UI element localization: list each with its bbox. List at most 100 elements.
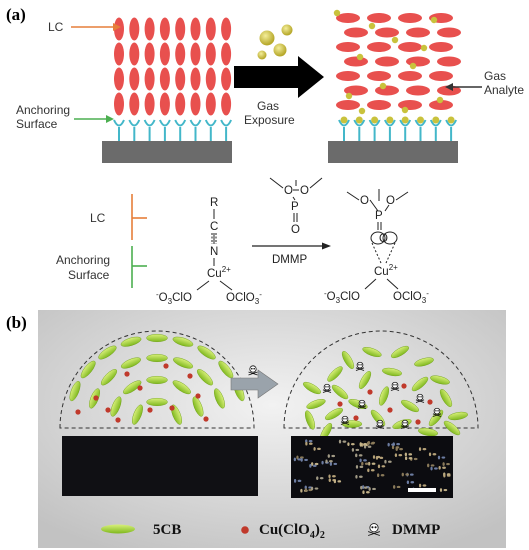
lc-molecule xyxy=(221,17,232,41)
lc-molecule xyxy=(406,85,430,96)
5cb-molecule xyxy=(443,420,461,436)
crystal-texture xyxy=(321,460,324,465)
lc-molecule xyxy=(190,92,201,116)
svg-text:O: O xyxy=(300,185,309,197)
crystal-texture xyxy=(351,443,355,446)
anchor-cup xyxy=(383,119,396,127)
crystal-texture xyxy=(410,473,414,476)
5cb-molecule xyxy=(192,396,204,417)
crystal-texture xyxy=(359,475,363,478)
anchor-cup xyxy=(189,119,202,127)
crystal-texture xyxy=(333,462,338,466)
svg-text:O: O xyxy=(379,233,388,245)
anchor-cup xyxy=(414,119,427,127)
5cb-molecule xyxy=(348,399,368,409)
5cb-molecule xyxy=(414,357,434,367)
gas-analyte xyxy=(436,96,444,104)
crystal-texture xyxy=(430,464,435,467)
crystal-texture xyxy=(443,473,446,478)
lc-molecule xyxy=(205,67,216,91)
5cb-molecule xyxy=(100,369,117,386)
bound-analyte xyxy=(432,116,440,124)
crystal-texture xyxy=(428,452,432,457)
gas-exposure-line1: Gas xyxy=(257,99,279,113)
5cb-molecule xyxy=(197,345,216,360)
legend: 5CB Cu(ClO4)2 DMMP xyxy=(101,522,440,541)
gas-analyte xyxy=(356,53,364,61)
anchor-cup xyxy=(143,119,156,127)
copper-ion xyxy=(124,371,130,377)
right-gas-analytes xyxy=(333,9,455,124)
lc-molecule xyxy=(375,56,399,67)
crystal-texture xyxy=(319,477,324,480)
crystal-texture xyxy=(355,448,360,452)
gas-molecule xyxy=(281,24,293,36)
crystal-texture xyxy=(399,448,403,451)
lc-molecule xyxy=(144,42,155,66)
anchor-cup xyxy=(338,119,350,127)
lc-molecule xyxy=(221,92,232,116)
lc-molecule xyxy=(175,67,186,91)
5cb-molecule xyxy=(418,427,438,437)
crystal-texture xyxy=(381,465,386,468)
crystal-texture xyxy=(376,455,381,459)
5cb-molecule xyxy=(341,351,355,369)
gas-analyte-arrowhead xyxy=(445,83,453,91)
crystal-texture xyxy=(297,458,302,461)
crystal-texture xyxy=(394,453,398,457)
crystal-texture xyxy=(380,474,385,477)
panel-b-label: (b) xyxy=(6,313,27,332)
crystal-texture xyxy=(391,445,395,450)
crystal-texture xyxy=(413,457,418,461)
crystal-texture xyxy=(368,487,371,491)
5cb-molecule xyxy=(401,399,419,413)
5cb-molecule xyxy=(172,336,194,347)
crystal-texture xyxy=(372,487,376,491)
crystal-texture xyxy=(312,464,317,467)
chem-oclo3-right: OClO3- xyxy=(393,289,429,305)
lc-molecule xyxy=(144,17,155,41)
crystal-texture xyxy=(328,478,331,482)
gas-molecule xyxy=(273,43,287,57)
anchor-cup xyxy=(113,119,125,127)
copper-ion xyxy=(203,416,209,422)
5cb-molecule xyxy=(218,360,234,379)
left-anchoring-surface xyxy=(113,119,233,141)
skull-icon xyxy=(248,365,258,376)
crystal-texture xyxy=(327,454,330,458)
right-droplet-contents xyxy=(303,345,468,441)
5cb-molecule xyxy=(305,410,315,430)
crystal-texture xyxy=(351,448,355,452)
copper-ion xyxy=(415,419,421,425)
crystal-texture xyxy=(367,468,370,473)
5cb-molecule xyxy=(146,398,168,407)
lc-molecule xyxy=(437,27,461,38)
crystal-texture xyxy=(443,488,448,492)
5cb-molecule xyxy=(358,371,372,389)
5cb-molecule xyxy=(411,376,429,392)
lc-molecule xyxy=(129,17,140,41)
bound-analyte xyxy=(447,116,455,124)
crystal-texture xyxy=(355,465,359,469)
5cb-molecule xyxy=(121,357,141,369)
5cb-molecule xyxy=(146,334,168,343)
crystal-texture xyxy=(297,479,302,482)
copper-ion xyxy=(187,373,193,379)
5cb-molecule xyxy=(146,354,168,363)
lc-molecule xyxy=(114,92,124,116)
copper-ion xyxy=(75,409,81,415)
crystal-texture xyxy=(355,474,358,479)
crystal-texture xyxy=(308,440,313,443)
right-droplet-outline xyxy=(283,330,479,429)
lc-molecule xyxy=(398,100,422,110)
bound-analyte xyxy=(355,116,363,124)
right-anchoring-surface xyxy=(338,119,458,141)
crystal-texture xyxy=(372,455,376,459)
legend-5cb-label: 5CB xyxy=(153,522,181,538)
anchor-cup xyxy=(174,119,187,127)
lc-molecule xyxy=(375,85,399,96)
scheme-anchor-line2: Surface xyxy=(68,268,110,282)
copper-ion xyxy=(353,415,359,421)
chem-cu-left: Cu2+ xyxy=(207,265,231,280)
